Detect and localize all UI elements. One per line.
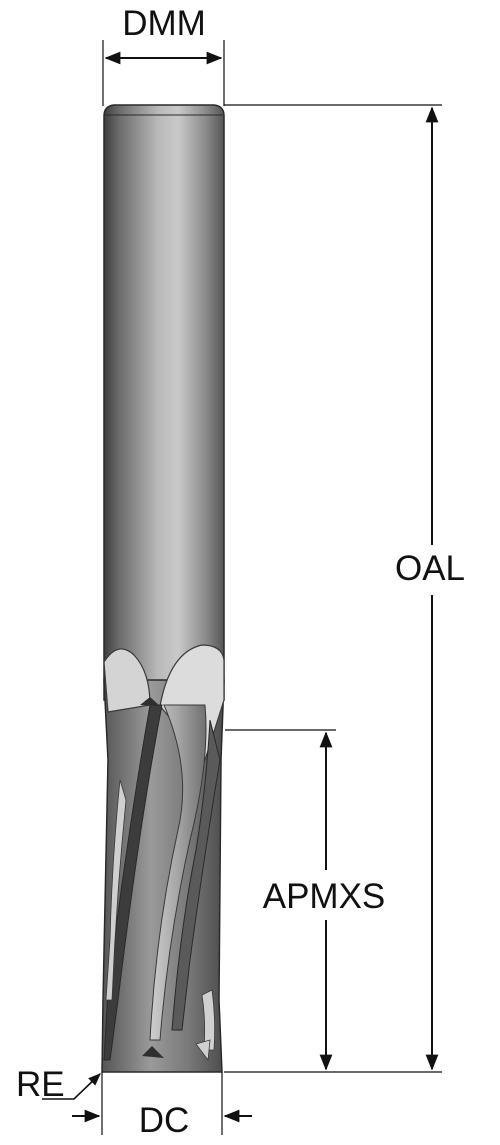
oal-label: OAL (395, 549, 465, 588)
dimension-apmxs: APMXS (225, 729, 386, 1071)
flute-edge-mark (140, 697, 160, 706)
tip-notch-left (142, 1046, 164, 1058)
dimension-re: RE (16, 1065, 101, 1104)
flute-runout-right (159, 644, 225, 762)
re-label: RE (16, 1065, 65, 1104)
apmxs-label: APMXS (263, 877, 386, 916)
dimension-dc: DC (72, 1072, 252, 1140)
helix-band-4 (105, 779, 127, 1001)
dimension-dmm: DMM (102, 4, 225, 106)
re-leader-line (42, 1073, 101, 1100)
helix-band-2 (149, 704, 207, 1041)
end-mill-tool (101, 104, 225, 1073)
tip-notch-right (195, 1039, 211, 1062)
dimension-oal: OAL (224, 104, 465, 1073)
dc-label: DC (139, 1101, 190, 1140)
dmm-label: DMM (122, 4, 206, 43)
tool-shank (103, 104, 225, 701)
helix-band-3 (171, 719, 221, 1031)
helix-band-1 (103, 704, 163, 1061)
